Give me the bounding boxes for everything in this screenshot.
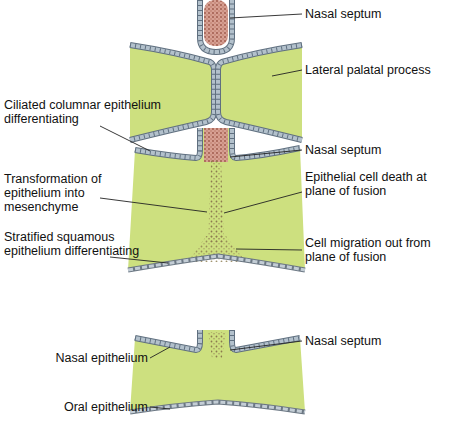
septum-remnant [208,332,226,358]
septum-epithelium [200,0,232,52]
oral-epithelium [130,402,305,412]
fused-palate [128,128,305,270]
nasal-epithelium [135,128,300,158]
part-label: Lateral palatal process [305,63,445,77]
part-label: Transformation of epithelium into mesenc… [4,172,144,214]
palatal-process [130,45,214,140]
part-label: Nasal septum [305,334,445,348]
palatal-process [218,45,302,140]
part-label: Oral epithelium [10,400,148,414]
process-epithelium [130,45,302,140]
septum-core [204,0,228,46]
part-label: Nasal epithelium [10,351,148,365]
nasal-epithelium [135,330,300,350]
fused-palate [130,330,305,412]
septum-epithelium [200,0,232,52]
part-label: Nasal septum [305,143,445,157]
fusion-seam [208,160,224,242]
septum-core [204,128,228,162]
part-label: Ciliated columnar epithelium differentia… [4,98,164,126]
septum-epithelium [200,0,232,52]
part-label: Stratified squamous epithelium different… [4,230,164,258]
part-label: Cell migration out from plane of fusion [305,236,445,264]
part-label: Epithelial cell death at plane of fusion [305,170,445,198]
leader-lines [100,14,302,409]
oral-epithelium [128,256,305,270]
part-label: Nasal septum [305,7,445,21]
